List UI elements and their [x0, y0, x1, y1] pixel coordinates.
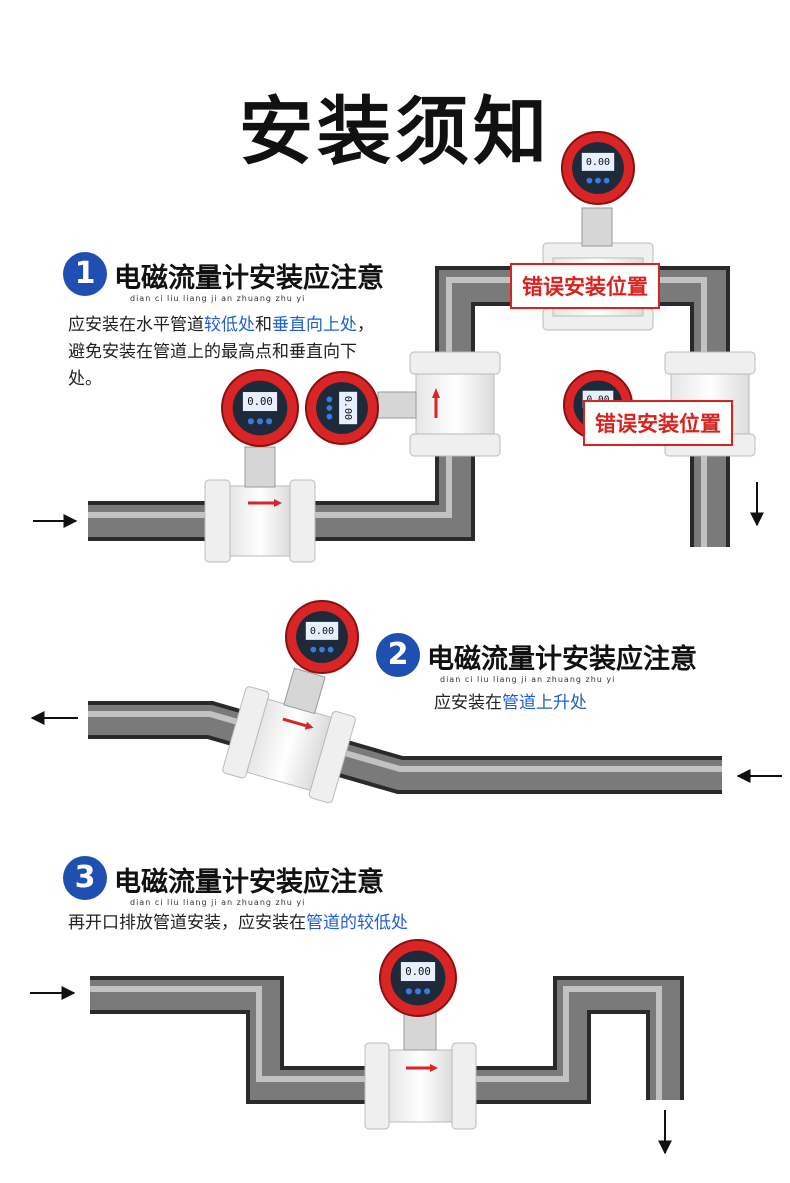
meter-reading: 0.00 — [405, 965, 431, 978]
section-1-pinyin: dian ci liu liang ji an zhuang zhu yi — [130, 294, 306, 303]
meter-button-icon — [326, 396, 333, 403]
meter-button-icon — [319, 646, 325, 653]
flowmeter-horizontal — [204, 446, 316, 563]
meter-button-icon — [247, 418, 254, 425]
section-3-note: 再开口排放管道安装，应安装在管道的较低处 — [68, 910, 408, 937]
meter-button-icon — [586, 177, 593, 184]
meter-head: 0.00 — [379, 939, 457, 1017]
meter-button-icon — [327, 646, 334, 653]
error-label-down: 错误安装位置 — [583, 400, 733, 446]
meter-button-icon — [414, 988, 422, 995]
meter-reading: 0.00 — [247, 395, 273, 408]
note-highlight: 垂直向上处 — [272, 315, 357, 335]
meter-screen — [581, 152, 615, 171]
note-text: 再开口排放管道安装，应安装在 — [68, 913, 306, 933]
meter-reading: 0.00 — [342, 396, 353, 420]
note-text: 应安装在 — [434, 693, 502, 713]
section-1-note: 应安装在水平管道较低处和垂直向上处，避免安装在管道上的最高点和垂直向下处。 — [68, 312, 388, 393]
flowmeter-inclined — [222, 667, 356, 804]
flowmeter-low-point — [364, 1007, 477, 1130]
meter-reading: 0.00 — [310, 626, 334, 637]
meter-screen — [339, 391, 358, 425]
meter-screen — [305, 621, 339, 640]
meter-screen — [400, 962, 436, 982]
meter-button-icon — [405, 988, 412, 995]
meter-head: 0.00 — [221, 369, 299, 447]
meter-button-icon — [595, 177, 601, 184]
meter-button-icon — [424, 988, 431, 995]
section-3-number-badge: 3 — [63, 856, 107, 900]
meter-screen — [242, 392, 278, 412]
note-highlight: 较低处 — [204, 315, 255, 335]
meter-head: 0.00 — [561, 131, 635, 205]
section-1-number-badge: 1 — [63, 252, 107, 296]
meter-button-icon — [326, 405, 333, 411]
note-text: 应安装在水平管道 — [68, 315, 204, 335]
section-2-note: 应安装在管道上升处 — [434, 690, 587, 717]
note-text: ，避免安装在管道上的最高点和垂直向下处。 — [68, 315, 374, 389]
section-3-pinyin: dian ci liu liang ji an zhuang zhu yi — [130, 898, 306, 907]
page-title: 安装须知 — [239, 89, 551, 175]
section-1-heading: 电磁流量计安装应注意 — [114, 263, 384, 294]
note-text: 和 — [255, 315, 272, 335]
section-2-number-badge: 2 — [376, 633, 420, 677]
note-highlight: 管道的较低处 — [306, 913, 408, 933]
meter-button-icon — [603, 177, 610, 184]
meter-reading: 0.00 — [587, 394, 610, 405]
meter-button-icon — [266, 418, 273, 425]
meter-reading: 0.00 — [586, 157, 610, 168]
section-3-heading: 电磁流量计安装应注意 — [114, 867, 384, 898]
meter-head: 0.00 — [285, 600, 359, 674]
pipe-3 — [90, 976, 684, 1104]
flowmeter-vertical — [377, 351, 501, 457]
meter-head: 0.00 — [305, 371, 379, 445]
diagram-3 — [30, 976, 684, 1155]
meter-button-icon — [310, 646, 317, 653]
note-highlight: 管道上升处 — [502, 693, 587, 713]
meter-button-icon — [326, 413, 333, 420]
meter-heads: 0.00 0.00 0.00 0.00 0.00 0.00 — [221, 131, 635, 1017]
section-2-heading: 电磁流量计安装应注意 — [427, 644, 697, 675]
error-label-top: 错误安装位置 — [510, 263, 660, 309]
meter-button-icon — [256, 418, 264, 425]
pipe-2 — [88, 701, 722, 794]
diagram-2 — [30, 667, 782, 804]
section-2-pinyin: dian ci liu liang ji an zhuang zhu yi — [440, 675, 616, 684]
